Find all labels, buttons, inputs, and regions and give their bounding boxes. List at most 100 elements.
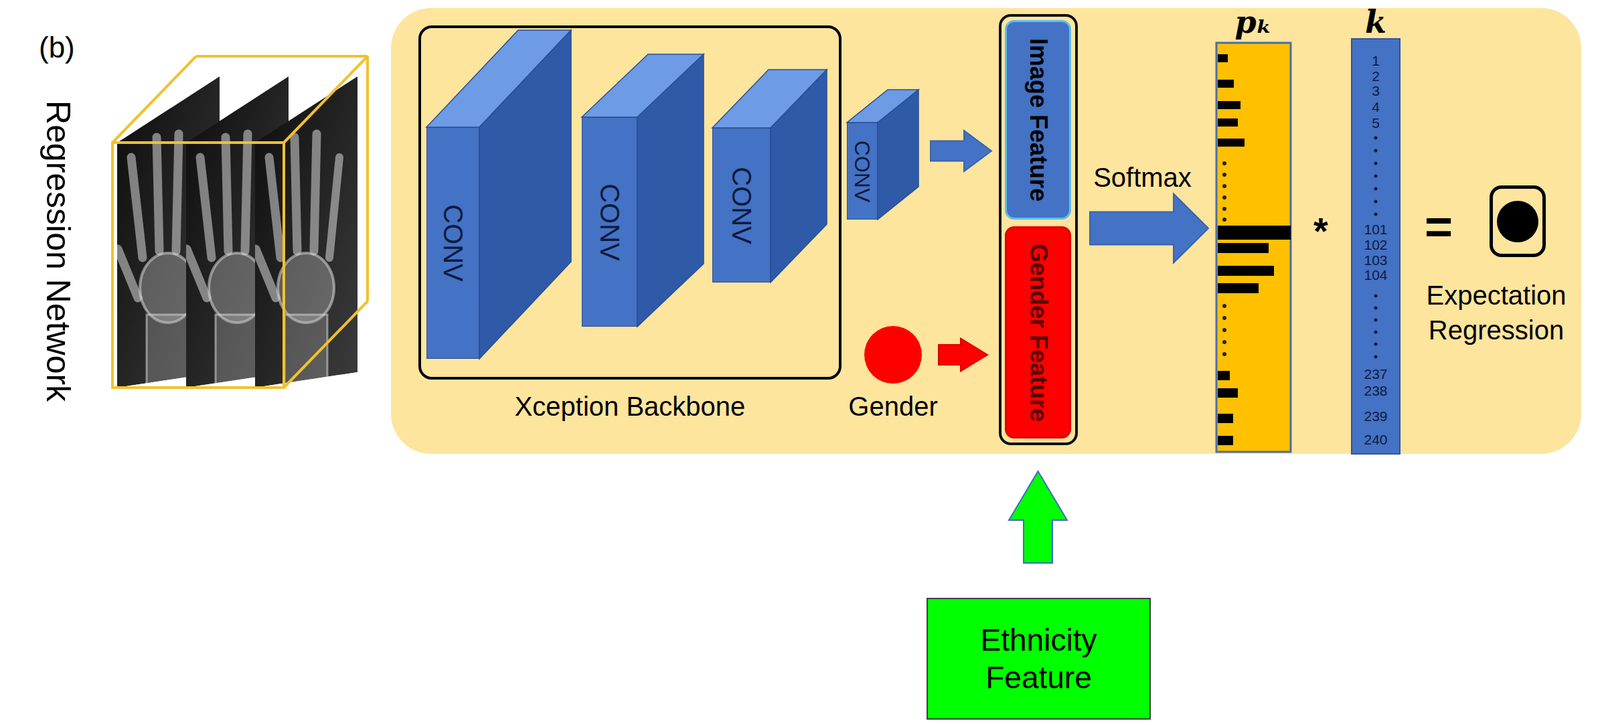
node-label: Ethnicity Feature bbox=[927, 621, 1150, 697]
ellipsis-dots bbox=[1374, 318, 1378, 323]
conv-block: CONV bbox=[581, 117, 638, 327]
index-number: 238 bbox=[1351, 382, 1400, 399]
softmax-arrow bbox=[1089, 194, 1209, 264]
cube-edge bbox=[366, 56, 369, 302]
index-number: 1 bbox=[1351, 52, 1400, 69]
index-number: 237 bbox=[1351, 366, 1400, 383]
output-box bbox=[1489, 185, 1546, 258]
cube-edge bbox=[112, 56, 197, 143]
xray-image bbox=[255, 76, 358, 395]
node-label: CONV bbox=[596, 183, 624, 262]
conv-side bbox=[637, 54, 704, 327]
backbone-group: Xception Backbone CONV CONV CONV bbox=[418, 25, 842, 434]
output-dot bbox=[1496, 200, 1539, 243]
index-number: 103 bbox=[1351, 252, 1400, 269]
ellipsis-dots bbox=[1222, 172, 1227, 177]
feature-concat-outline bbox=[1000, 15, 1077, 444]
ellipsis-dots bbox=[1374, 187, 1378, 191]
ellipsis-dots bbox=[1222, 315, 1227, 320]
conv-side bbox=[770, 69, 827, 283]
index-number: 3 bbox=[1351, 83, 1400, 100]
xray-stack bbox=[112, 56, 368, 395]
prob-bar bbox=[1217, 370, 1230, 381]
node-label: CONV bbox=[851, 139, 873, 202]
prob-bar bbox=[1217, 413, 1234, 424]
ethnicity-feature-box: Ethnicity Feature bbox=[926, 597, 1151, 720]
ellipsis-dots bbox=[1222, 303, 1227, 308]
ellipsis-dots bbox=[1374, 162, 1378, 166]
prob-bar bbox=[1217, 225, 1291, 240]
probability-histogram bbox=[1216, 42, 1291, 452]
ellipsis-dots bbox=[1222, 184, 1227, 189]
index-number: 104 bbox=[1351, 267, 1400, 284]
panel-label: (b) bbox=[38, 30, 75, 65]
hand-bones bbox=[255, 133, 340, 395]
node-label: Gender bbox=[846, 389, 940, 424]
ellipsis-dots bbox=[1374, 330, 1378, 335]
ellipsis-dots bbox=[1222, 217, 1227, 222]
node-label: Xception Backbone bbox=[418, 389, 842, 424]
equals-sign: = bbox=[1424, 198, 1453, 255]
conv-block: CONV bbox=[426, 127, 480, 359]
ellipsis-dots bbox=[1374, 174, 1378, 179]
index-number: 240 bbox=[1351, 431, 1400, 448]
gender-circle bbox=[864, 326, 922, 384]
node-label: Expectation Regression bbox=[1412, 277, 1580, 348]
probability-bar-fill bbox=[1216, 42, 1291, 452]
prob-bar bbox=[1217, 101, 1241, 110]
index-number: 239 bbox=[1351, 408, 1400, 425]
index-number: k bbox=[1351, 5, 1400, 39]
ellipsis-dots bbox=[1222, 195, 1227, 200]
node-label: Image Feature bbox=[1026, 38, 1051, 202]
multiply-sign: * bbox=[1313, 209, 1329, 253]
index-number: 102 bbox=[1351, 236, 1400, 254]
conv-block: CONV bbox=[712, 127, 771, 283]
node-label: CONV bbox=[439, 204, 467, 282]
prob-bar bbox=[1217, 265, 1274, 276]
network-title: Regression Network bbox=[38, 100, 77, 402]
probability-bars bbox=[1217, 54, 1291, 446]
prob-bar bbox=[1217, 243, 1269, 254]
cube-edge bbox=[283, 56, 368, 143]
prob-bar bbox=[1217, 388, 1238, 398]
ellipsis-dots bbox=[1374, 355, 1378, 359]
index-number: 4 bbox=[1351, 99, 1400, 116]
cube-edge bbox=[283, 301, 368, 388]
age-index-column-art bbox=[1351, 38, 1400, 454]
gender-feature-box: Gender Feature bbox=[1004, 226, 1072, 439]
ethnicity-arrow bbox=[1008, 471, 1068, 564]
feature-arrow bbox=[930, 130, 992, 172]
ellipsis-dots bbox=[1374, 342, 1378, 347]
prob-bar bbox=[1217, 283, 1259, 294]
ellipsis-dots bbox=[1374, 149, 1378, 153]
cube-outline bbox=[112, 56, 368, 388]
ellipsis-dots bbox=[1222, 352, 1227, 357]
index-number: 5 bbox=[1351, 115, 1400, 132]
ellipsis-dots bbox=[1374, 212, 1378, 217]
node-label: CONV bbox=[728, 166, 756, 245]
index-number: 2 bbox=[1351, 68, 1400, 85]
index-number: 101 bbox=[1351, 221, 1400, 238]
ellipsis-dots bbox=[1222, 206, 1227, 211]
prob-bar bbox=[1217, 435, 1234, 446]
network-panel bbox=[390, 8, 1582, 454]
age-index-column: k 12345 101102103104 237238 239 240 bbox=[1351, 5, 1400, 454]
node-label: pₖ bbox=[1216, 5, 1291, 39]
ellipsis-dots bbox=[1222, 340, 1227, 345]
cube-front bbox=[112, 142, 284, 388]
prob-bar bbox=[1217, 118, 1238, 127]
prob-bar bbox=[1217, 138, 1245, 147]
cube-edge bbox=[196, 54, 368, 58]
ellipsis-dots bbox=[1374, 294, 1378, 298]
conv-block: CONV bbox=[846, 122, 878, 220]
ellipsis-dots bbox=[1374, 200, 1378, 204]
gender-arrow bbox=[938, 338, 988, 372]
node-label: Gender Feature bbox=[1026, 243, 1051, 422]
age-index-fill bbox=[1351, 38, 1400, 454]
conv-depth bbox=[426, 30, 919, 359]
ellipsis-dots bbox=[1374, 136, 1378, 140]
conv-side bbox=[877, 89, 919, 220]
